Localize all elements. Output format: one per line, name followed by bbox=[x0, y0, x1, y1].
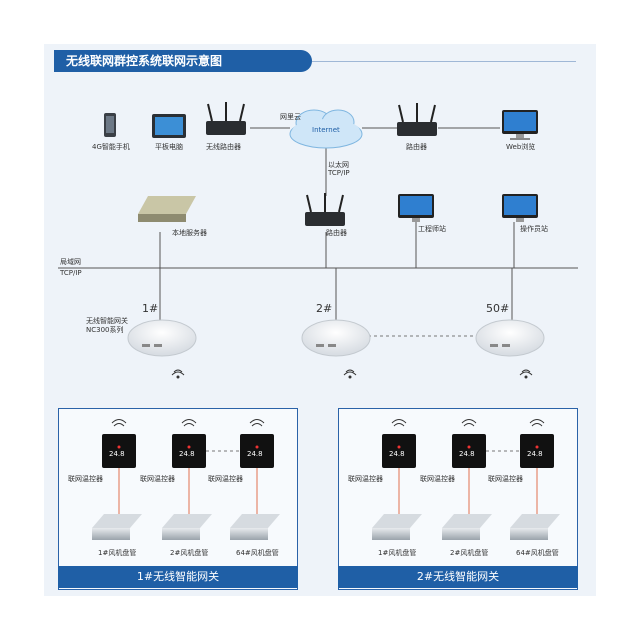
engineer-station-icon bbox=[398, 194, 434, 222]
operator-station-icon bbox=[502, 194, 538, 222]
gateway-label-1: 无线智能网关 bbox=[86, 317, 128, 325]
local-server-label: 本地服务器 bbox=[172, 229, 207, 237]
phone-label: 4G智能手机 bbox=[92, 143, 130, 151]
group-title-1: 1#无线智能网关 bbox=[58, 566, 298, 588]
fan-coil-label: 2#风机盘管 bbox=[170, 549, 209, 557]
gateway-num-1: 1# bbox=[142, 302, 159, 315]
fan-coil-label: 64#风机盘管 bbox=[236, 549, 279, 557]
cloud-text: Internet bbox=[312, 126, 340, 134]
gateway-num-2: 2# bbox=[316, 302, 333, 315]
thermostat-2-2 bbox=[452, 434, 486, 468]
thermostat-display: 24.8 bbox=[247, 450, 263, 458]
router-mid-label: 路由器 bbox=[326, 229, 347, 237]
fan-coil-2-2 bbox=[442, 514, 492, 540]
gateway-50-icon bbox=[475, 319, 545, 357]
lan-proto-label: TCP/IP bbox=[60, 269, 82, 277]
gateway-1-icon bbox=[127, 319, 197, 357]
thermostat-2-1 bbox=[382, 434, 416, 468]
router-right-icon bbox=[397, 103, 437, 136]
thermostat-display: 24.8 bbox=[179, 450, 195, 458]
fan-coil-2-1 bbox=[372, 514, 422, 540]
thermostat-2-3 bbox=[520, 434, 554, 468]
router-right-label: 路由器 bbox=[406, 143, 427, 151]
gateway-2-icon bbox=[301, 319, 371, 357]
thermostat-1-1 bbox=[102, 434, 136, 468]
group-2-devices bbox=[372, 419, 560, 540]
gateway-num-50: 50# bbox=[486, 302, 510, 315]
operator-station-label: 操作员站 bbox=[520, 225, 548, 233]
thermostat-display: 24.8 bbox=[109, 450, 125, 458]
phone-icon bbox=[104, 113, 116, 137]
wifi-router-icon bbox=[206, 102, 246, 135]
lan-bus bbox=[58, 222, 578, 328]
cloud-icon bbox=[289, 109, 363, 149]
thermostat-1-3 bbox=[240, 434, 274, 468]
group-title-2: 2#无线智能网关 bbox=[338, 566, 578, 588]
thermostat-label: 联网温控器 bbox=[420, 475, 455, 483]
group-1-devices bbox=[92, 419, 280, 540]
thermostat-label: 联网温控器 bbox=[68, 475, 103, 483]
ethernet-proto-label: TCP/IP bbox=[328, 169, 350, 177]
engineer-station-label: 工程师站 bbox=[418, 225, 446, 233]
fan-coil-1-2 bbox=[162, 514, 212, 540]
ethernet-label: 以太网 bbox=[328, 161, 349, 169]
thermostat-display: 24.8 bbox=[389, 450, 405, 458]
lan-label: 局域网 bbox=[60, 258, 81, 266]
title-divider bbox=[312, 61, 576, 62]
thermostat-label: 联网温控器 bbox=[348, 475, 383, 483]
fan-coil-label: 1#风机盘管 bbox=[98, 549, 137, 557]
tablet-label: 平板电脑 bbox=[155, 143, 183, 151]
thermostat-label: 联网温控器 bbox=[488, 475, 523, 483]
web-label: Web浏览 bbox=[506, 143, 536, 151]
router-mid-icon bbox=[305, 193, 345, 226]
thermostat-label: 联网温控器 bbox=[208, 475, 243, 483]
fan-coil-1-1 bbox=[92, 514, 142, 540]
diagram-title: 无线联网群控系统联网示意图 bbox=[54, 50, 312, 72]
tablet-icon bbox=[152, 114, 186, 138]
web-monitor-icon bbox=[502, 110, 538, 140]
wifi-router-label: 无线路由器 bbox=[206, 143, 241, 151]
fan-coil-2-3 bbox=[510, 514, 560, 540]
cloud-caption: 网里云 bbox=[280, 113, 301, 121]
gateway-label-2: NC300系列 bbox=[86, 326, 124, 334]
thermostat-display: 24.8 bbox=[527, 450, 543, 458]
wireless-signal-icons bbox=[171, 369, 533, 379]
fan-coil-label: 64#风机盘管 bbox=[516, 549, 559, 557]
fan-coil-1-3 bbox=[230, 514, 280, 540]
thermostat-display: 24.8 bbox=[459, 450, 475, 458]
local-server-icon bbox=[138, 196, 196, 222]
fan-coil-label: 2#风机盘管 bbox=[450, 549, 489, 557]
top-links bbox=[250, 127, 500, 268]
fan-coil-label: 1#风机盘管 bbox=[378, 549, 417, 557]
thermostat-label: 联网温控器 bbox=[140, 475, 175, 483]
thermostat-1-2 bbox=[172, 434, 206, 468]
